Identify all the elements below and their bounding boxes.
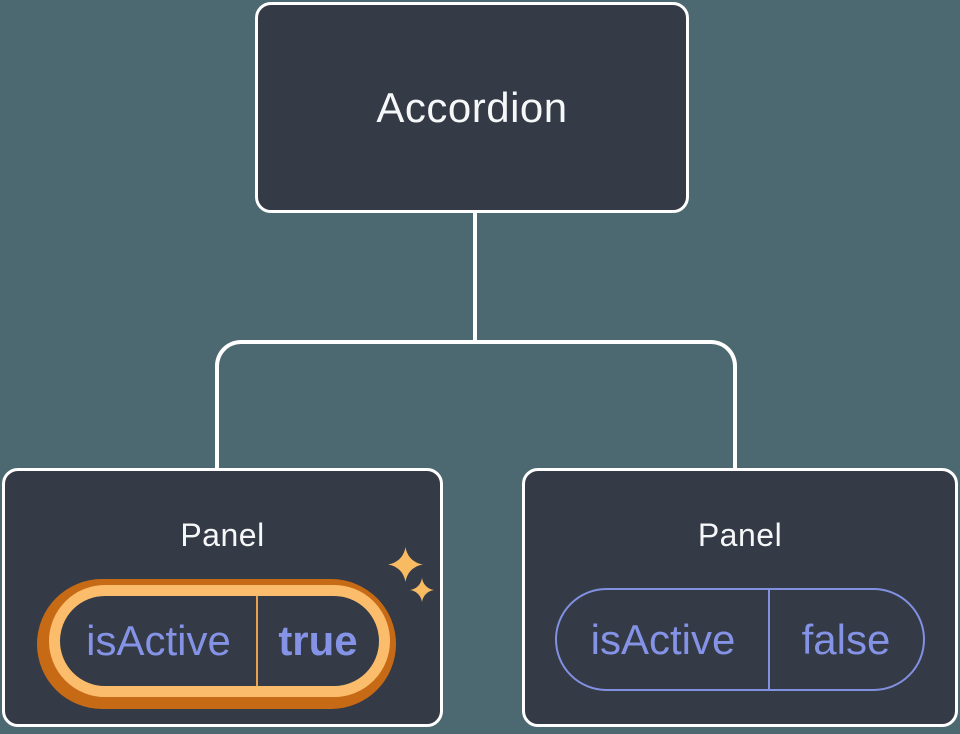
prop-name-label: isActive: [590, 615, 736, 663]
prop-name-label: isActive: [86, 617, 231, 664]
prop-value-label: true: [278, 617, 358, 664]
accordion-node: Accordion: [255, 2, 689, 213]
pill-divider: [256, 596, 258, 686]
state-pill-active: isActive true: [49, 585, 390, 697]
connector-root-stub: [473, 213, 477, 342]
state-pill-inactive: isActive false: [555, 588, 925, 691]
prop-value-label: false: [801, 615, 891, 663]
connector-branch: [215, 340, 737, 470]
panel-title: Panel: [697, 517, 783, 553]
pill-divider: [768, 590, 770, 689]
panel-title: Panel: [180, 517, 265, 553]
sparkle-small-icon: [410, 578, 434, 602]
accordion-node-label: Accordion: [376, 83, 568, 131]
sparkle-large-icon: [388, 547, 423, 582]
